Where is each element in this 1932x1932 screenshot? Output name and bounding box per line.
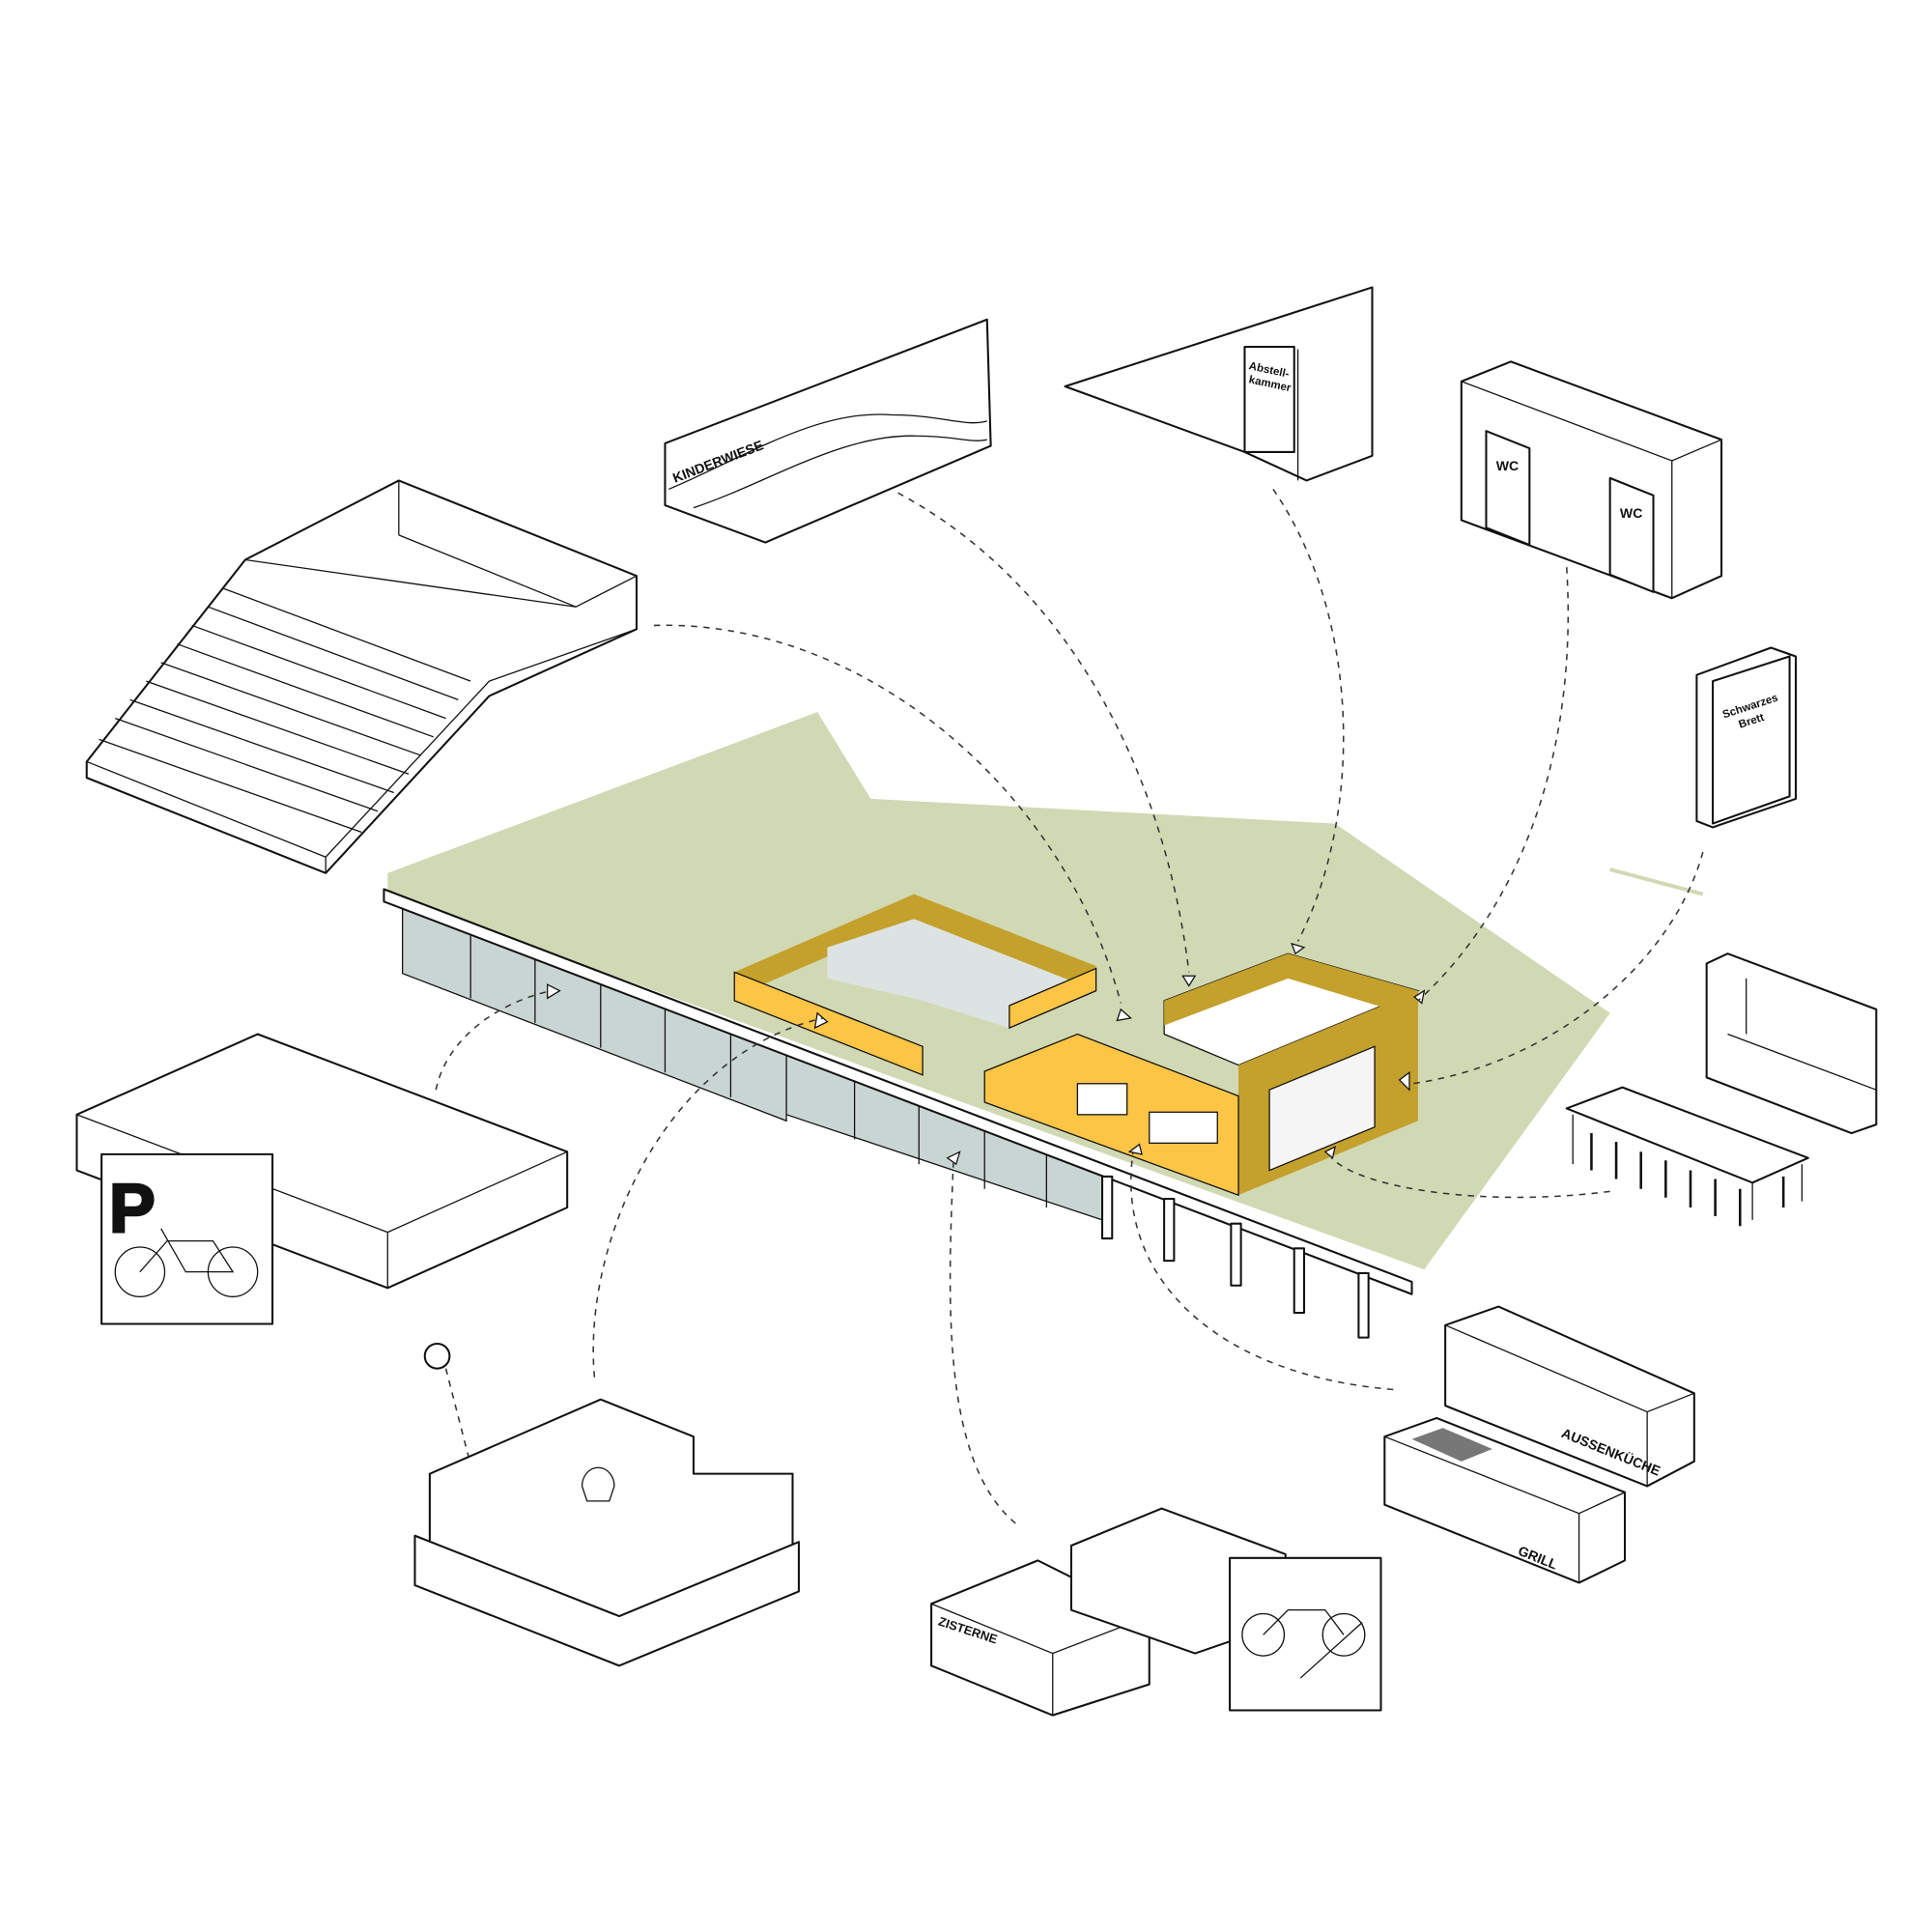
- sun-icon: [423, 1343, 451, 1370]
- main-building-strip: [383, 888, 1413, 1339]
- indoor-kitchen-module: [1705, 952, 1878, 1135]
- schwarzes-brett-module: Schwarzes Brett: [1695, 646, 1798, 829]
- dining-table-module: [1565, 1086, 1809, 1227]
- kinderwiese-module: KINDERWIESE: [664, 318, 992, 544]
- bicycle-icon: [114, 1228, 259, 1297]
- wc-label-1: WC: [1496, 458, 1519, 473]
- dashed-connectors: [435, 488, 1704, 1524]
- abstellkammer-module: Abstell- kammer: [1064, 286, 1374, 482]
- bike-parking-module: P: [75, 1033, 569, 1325]
- bike-repair-icon: [1241, 1609, 1366, 1679]
- yellow-community-building: [983, 952, 1420, 1197]
- light-courtyard-module: [413, 1343, 800, 1667]
- wc-label-2: WC: [1620, 505, 1642, 521]
- light-bulb-icon: [581, 1466, 615, 1502]
- parking-label: P: [109, 1171, 156, 1248]
- zisterne-module: ZISTERNE: [930, 1507, 1382, 1717]
- connection-arrows: [547, 942, 1426, 1166]
- grill-module: GRILL: [1383, 1416, 1627, 1584]
- tribune-stairs-module: [85, 479, 638, 874]
- yellow-courtyard-module: [733, 894, 1097, 1076]
- wc-module: WC WC: [1460, 360, 1723, 600]
